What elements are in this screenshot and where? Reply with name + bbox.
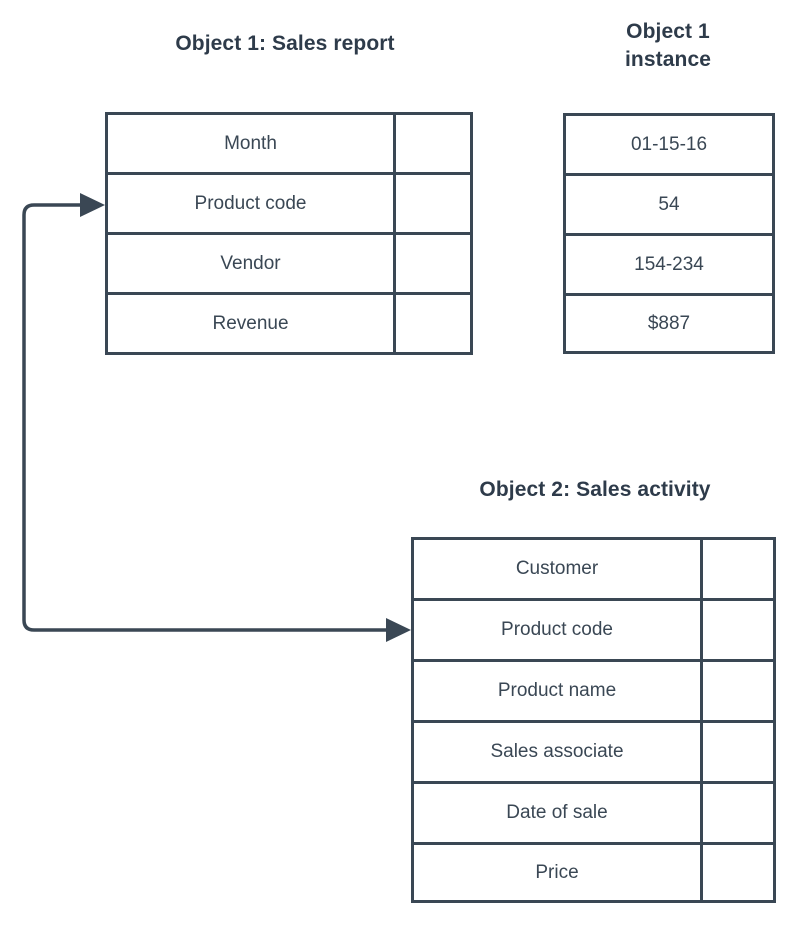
table-row[interactable]: 01-15-16 xyxy=(566,116,772,176)
arrowhead-icon-object2 xyxy=(386,618,411,642)
instance-value: 154-234 xyxy=(634,253,704,275)
field-value-slot[interactable] xyxy=(700,662,773,720)
table-row[interactable]: Sales associate xyxy=(414,723,773,784)
table-row[interactable]: Revenue xyxy=(108,295,470,352)
field-label: Customer xyxy=(515,558,599,579)
object1-heading: Object 1: Sales report xyxy=(175,32,395,55)
table-row[interactable]: Price xyxy=(414,845,773,900)
instance-value: 54 xyxy=(658,193,680,215)
field-label: Month xyxy=(224,132,277,154)
field-label: Price xyxy=(535,861,579,883)
field-label: Sales associate xyxy=(490,741,624,762)
table-row[interactable]: Product code xyxy=(414,601,773,662)
field-value-slot[interactable] xyxy=(700,601,773,659)
field-value-slot[interactable] xyxy=(393,295,470,352)
field-label: Product name xyxy=(497,680,617,701)
object2-heading: Object 2: Sales activity xyxy=(479,478,711,501)
field-value-slot[interactable] xyxy=(700,784,773,842)
field-value-slot[interactable] xyxy=(393,235,470,292)
field-label: Date of sale xyxy=(506,802,608,823)
field-value-slot[interactable] xyxy=(393,115,470,172)
table-row[interactable]: Month xyxy=(108,115,470,175)
field-value-slot[interactable] xyxy=(700,540,773,598)
table-row[interactable]: $887 xyxy=(566,296,772,351)
table-row[interactable]: Date of sale xyxy=(414,784,773,845)
table-row[interactable]: Vendor xyxy=(108,235,470,295)
instance-value: 01-15-16 xyxy=(630,133,708,155)
arrowhead-icon-object1 xyxy=(80,193,105,217)
field-label: Vendor xyxy=(220,252,281,274)
field-value-slot[interactable] xyxy=(393,175,470,232)
table-row[interactable]: Customer xyxy=(414,540,773,601)
table-row[interactable]: Product name xyxy=(414,662,773,723)
field-value-slot[interactable] xyxy=(700,723,773,781)
field-value-slot[interactable] xyxy=(700,845,773,900)
connector-product-code xyxy=(22,193,411,642)
instance-value: $887 xyxy=(647,312,691,334)
field-label: Product code xyxy=(194,192,307,214)
field-label: Revenue xyxy=(212,312,289,334)
table-row[interactable]: 154-234 xyxy=(566,236,772,296)
object2-field-table: Customer Product code Product name Sales… xyxy=(411,537,776,903)
object1-field-table: Month Product code Vendor Revenue xyxy=(105,112,473,355)
field-label: Product code xyxy=(501,619,613,640)
connector-line xyxy=(22,203,398,632)
table-row[interactable]: 54 xyxy=(566,176,772,236)
table-row[interactable]: Product code xyxy=(108,175,470,235)
object1-instance-table: 01-15-16 54 154-234 $887 xyxy=(563,113,775,354)
object1-instance-heading: Object 1 instance xyxy=(625,20,711,71)
